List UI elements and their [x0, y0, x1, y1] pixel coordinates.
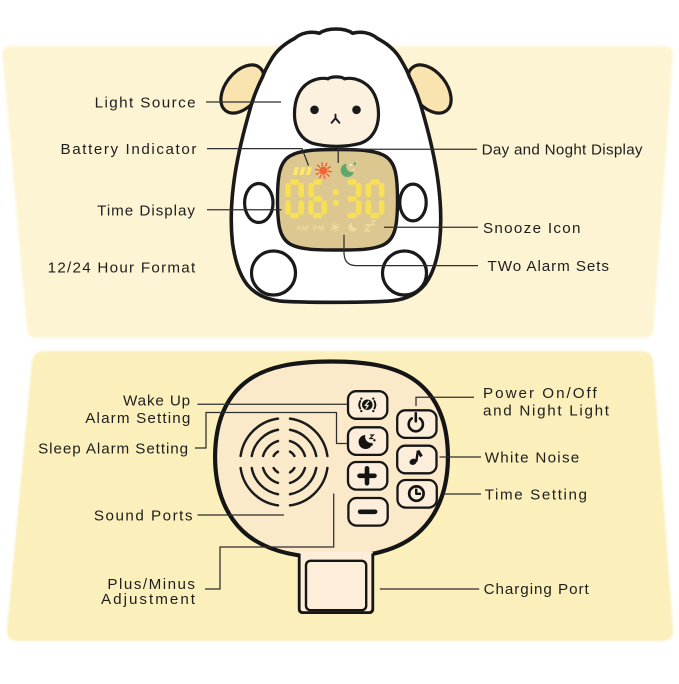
svg-text:Wake Up: Wake Up — [123, 392, 191, 409]
svg-text:PM: PM — [313, 223, 325, 232]
svg-text:Adjustment: Adjustment — [101, 591, 197, 608]
svg-text:12/24 Hour Format: 12/24 Hour Format — [48, 259, 197, 276]
svg-text:Alarm Setting: Alarm Setting — [85, 410, 191, 427]
svg-text:White Noise: White Noise — [485, 449, 581, 466]
svg-text:TWo Alarm Sets: TWo Alarm Sets — [488, 258, 610, 275]
svg-text:Sleep Alarm Setting: Sleep Alarm Setting — [38, 440, 189, 457]
svg-text:and Night Light: and Night Light — [483, 402, 611, 419]
svg-text:Day and Noght Display: Day and Noght Display — [482, 141, 643, 158]
svg-text:Power On/Off: Power On/Off — [483, 385, 599, 402]
svg-text:Plus/Minus: Plus/Minus — [107, 576, 196, 593]
svg-text:AM: AM — [297, 223, 309, 232]
svg-text:Time Display: Time Display — [97, 202, 196, 219]
svg-text:Light Source: Light Source — [95, 94, 197, 111]
svg-text:Charging Port: Charging Port — [484, 581, 590, 598]
svg-text:Sound Ports: Sound Ports — [94, 507, 194, 524]
svg-text:Battery Indicator: Battery Indicator — [61, 141, 198, 158]
svg-text:Time Setting: Time Setting — [485, 486, 589, 503]
svg-text:Snooze Icon: Snooze Icon — [483, 220, 582, 237]
